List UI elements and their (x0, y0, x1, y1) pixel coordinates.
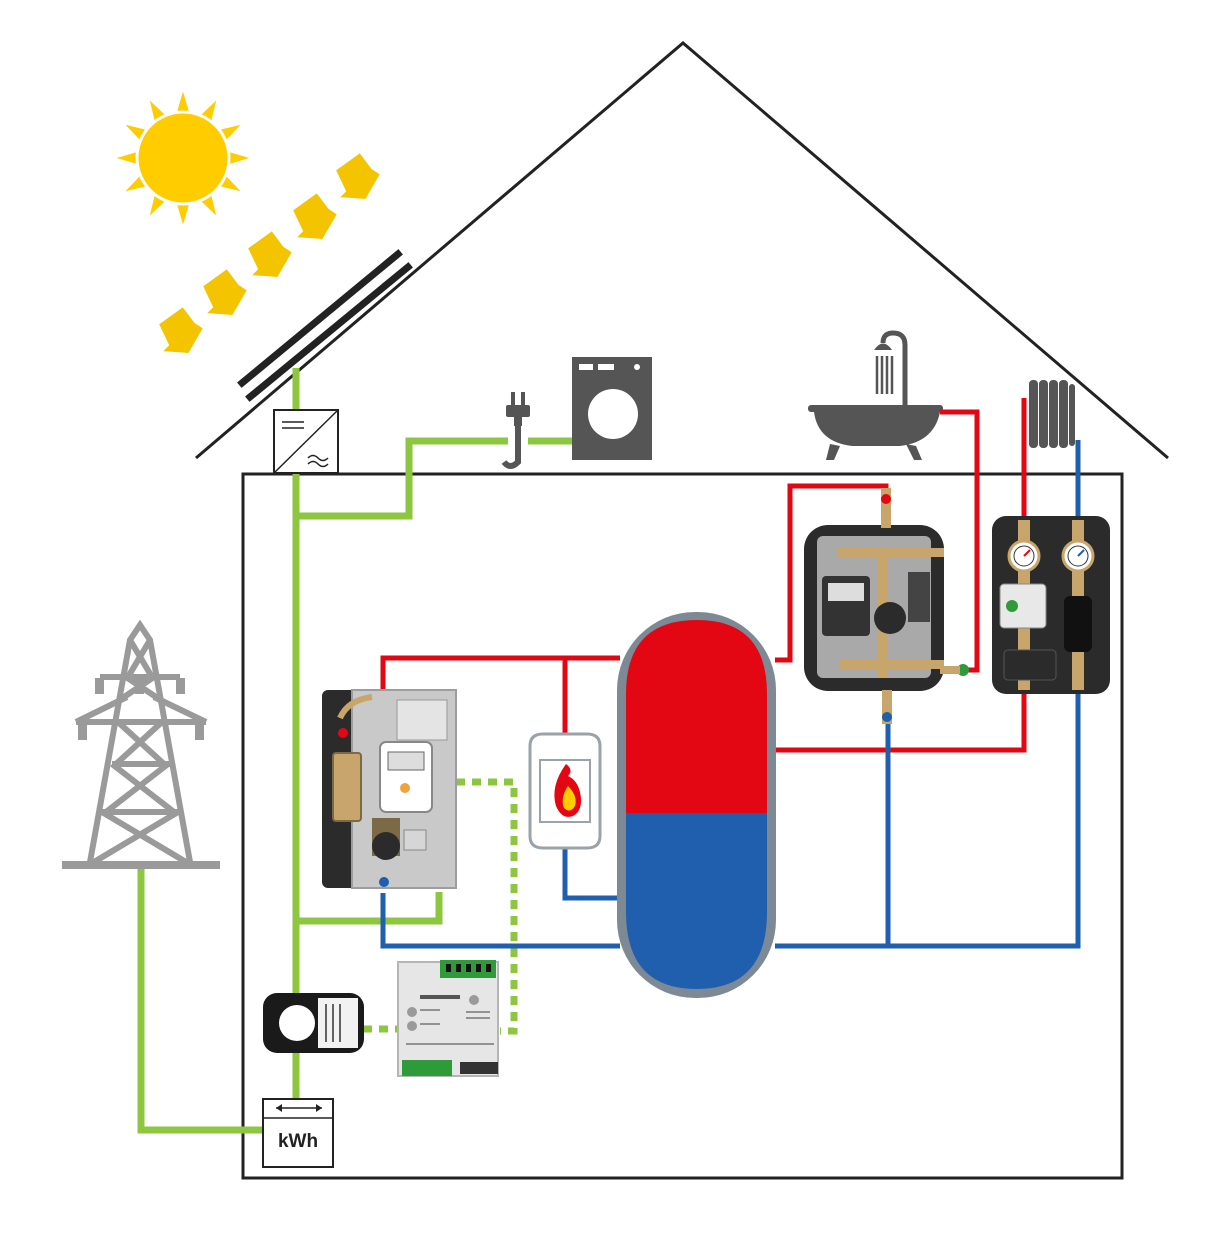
shower-icon (874, 330, 908, 408)
meter-label: kWh (278, 1131, 318, 1152)
heating-pump-station-icon (992, 516, 1110, 694)
power-pylon-icon (62, 619, 220, 869)
inverter-icon (273, 409, 339, 474)
sun-ray (109, 149, 139, 167)
sun-ray (174, 84, 192, 114)
controller-module-icon (397, 960, 499, 1077)
house-outline (195, 41, 1169, 1180)
washing-machine-icon (572, 357, 652, 460)
cold-water-pipes (380, 440, 1081, 949)
energy-meter-icon: kWh (262, 1098, 334, 1168)
bathtub-icon (808, 405, 943, 460)
signal-lines (363, 778, 518, 1035)
heater-flame-icon (528, 732, 602, 850)
electric-heater-station-icon (322, 689, 457, 889)
plug-icon (501, 392, 530, 469)
pv-panel-icon (237, 249, 413, 402)
sun-ray (227, 149, 257, 167)
freshwater-station-icon (804, 488, 969, 724)
sun-icon (109, 84, 257, 232)
current-clamp-icon (263, 993, 364, 1053)
sun-ray (174, 202, 192, 232)
sunlight-arrows (156, 150, 383, 356)
buffer-tank-icon (617, 612, 776, 998)
radiator-icon (1029, 380, 1075, 448)
hot-water-pipes (380, 398, 1027, 753)
pylon-insulators (78, 678, 204, 740)
